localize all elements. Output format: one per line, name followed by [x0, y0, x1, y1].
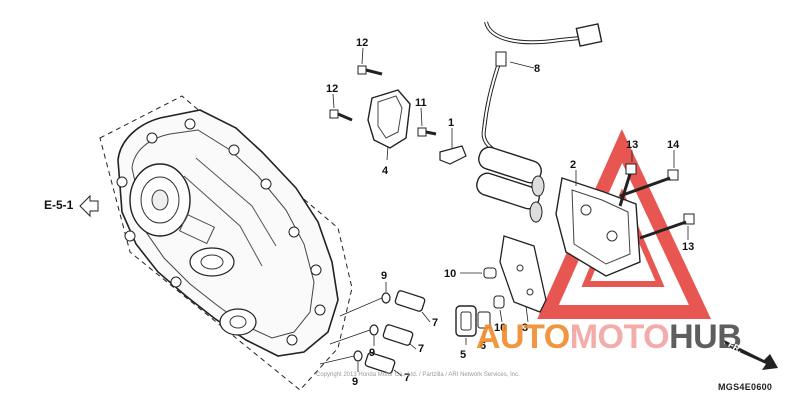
- callout-c12b: 12: [326, 83, 338, 95]
- dowel-10-upper: [483, 267, 497, 279]
- callout-c7a: 7: [432, 317, 438, 329]
- dowel-10-lower: [493, 295, 505, 309]
- gasket-5: [455, 305, 477, 337]
- clip-1: [439, 145, 467, 165]
- callout-c2: 2: [570, 159, 576, 171]
- filter-6: [477, 311, 491, 329]
- callout-c10b: 10: [494, 322, 506, 334]
- leader-lines: [319, 47, 689, 377]
- watermark-moto: MOTO: [569, 318, 670, 356]
- solenoid-valve-assembly: [476, 146, 545, 223]
- callout-c10a: 10: [444, 268, 456, 280]
- valve-body-2: [555, 177, 641, 277]
- callout-c7c: 7: [404, 372, 410, 384]
- diagram-code: MGS4E0600: [718, 382, 773, 392]
- switch-7-middle: [382, 324, 414, 346]
- o-ring-9-middle: [369, 324, 379, 336]
- callout-c5: 5: [460, 349, 466, 361]
- callout-c13a: 13: [626, 139, 638, 151]
- bolt-13-upper: [618, 163, 637, 207]
- bracket-4: [367, 89, 411, 149]
- reference-label: E-5-1: [44, 198, 74, 212]
- callout-c9a: 9: [381, 270, 387, 282]
- callout-c12a: 12: [356, 37, 368, 49]
- bolt-14: [619, 169, 679, 198]
- callout-c3: 3: [522, 322, 528, 334]
- wire-harness-8: [481, 21, 603, 152]
- copyright-text: Copyright 2013 Honda Motor Co., Ltd. / P…: [316, 372, 520, 378]
- front-arrow-icon: [724, 340, 778, 370]
- bolt-13-lower: [639, 213, 695, 240]
- callout-c13b: 13: [682, 241, 694, 253]
- bolt-11: [417, 127, 437, 137]
- callout-c4: 4: [382, 165, 389, 177]
- watermark-hub: HUB: [669, 318, 742, 356]
- callout-c9b: 9: [369, 347, 375, 359]
- watermark-brand: AUTOMOTOHUB: [476, 318, 742, 357]
- callout-c7b: 7: [418, 343, 424, 355]
- plate-3: [499, 235, 547, 313]
- reference-arrow-icon: [79, 194, 99, 218]
- callout-c1: 1: [448, 117, 454, 129]
- o-ring-9-upper: [381, 292, 391, 304]
- callout-c14: 14: [667, 139, 680, 151]
- bolt-12-lower: [329, 109, 353, 122]
- callout-c6: 6: [480, 340, 486, 352]
- bolt-12-upper: [357, 65, 383, 76]
- o-ring-9-lower: [353, 350, 363, 362]
- callout-c11: 11: [415, 97, 427, 109]
- switch-7-upper: [394, 290, 426, 312]
- switch-7-lower: [364, 352, 396, 374]
- callout-c9c: 9: [352, 376, 358, 388]
- watermark-auto: AUTO: [476, 318, 570, 356]
- crankcase-cover: [116, 109, 339, 357]
- callout-c8: 8: [534, 63, 540, 75]
